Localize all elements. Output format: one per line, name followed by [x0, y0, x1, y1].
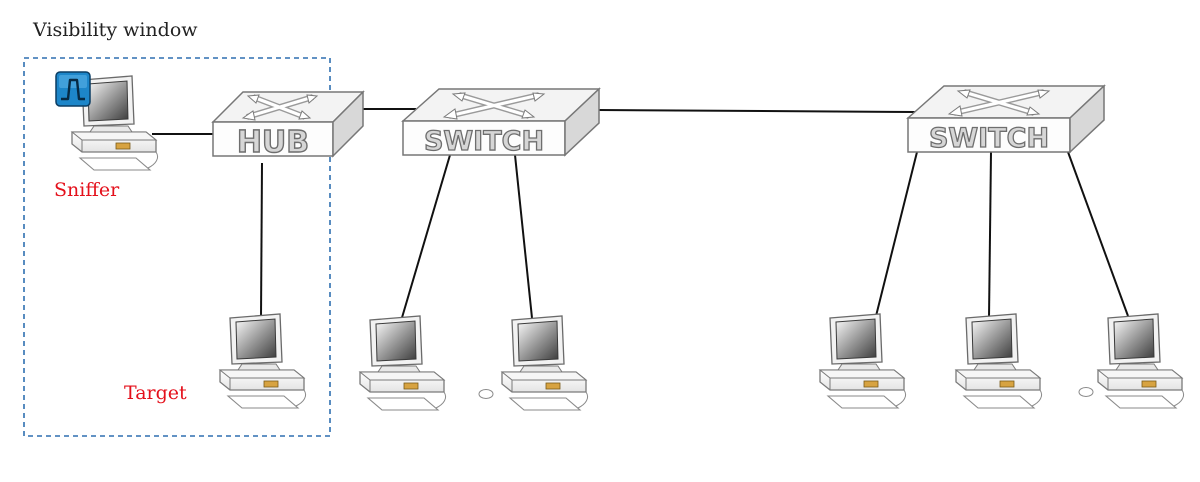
visibility-window-border [23, 57, 331, 437]
hub-icon: HUB [213, 92, 363, 161]
link-switch2-pc6 [988, 151, 992, 319]
link-switch1-switch2 [597, 109, 917, 113]
switch-icon: SWITCH [401, 87, 601, 158]
computer-icon [955, 313, 1043, 409]
target-label: Target [124, 382, 187, 404]
network-links [152, 108, 1129, 322]
hub-label: HUB [237, 125, 309, 160]
link-hub-target [260, 162, 263, 319]
target-computer-icon [219, 313, 307, 409]
computer-icon [819, 313, 907, 409]
switch2-label: SWITCH [929, 123, 1049, 154]
link-switch1-pc4 [514, 154, 533, 319]
computer-icon [359, 315, 447, 411]
link-switch2-pc5 [875, 151, 918, 317]
computer-icon [1078, 313, 1185, 409]
link-switch1-pc3 [400, 154, 451, 322]
switch-icon: SWITCH [906, 84, 1106, 155]
sniffer-label: Sniffer [54, 179, 120, 201]
computer-icon [478, 315, 589, 411]
sniffer-app-icon [55, 71, 91, 107]
switch1-label: SWITCH [424, 126, 544, 157]
visibility-window-label: Visibility window [32, 19, 198, 41]
link-switch2-pc7 [1067, 151, 1129, 317]
